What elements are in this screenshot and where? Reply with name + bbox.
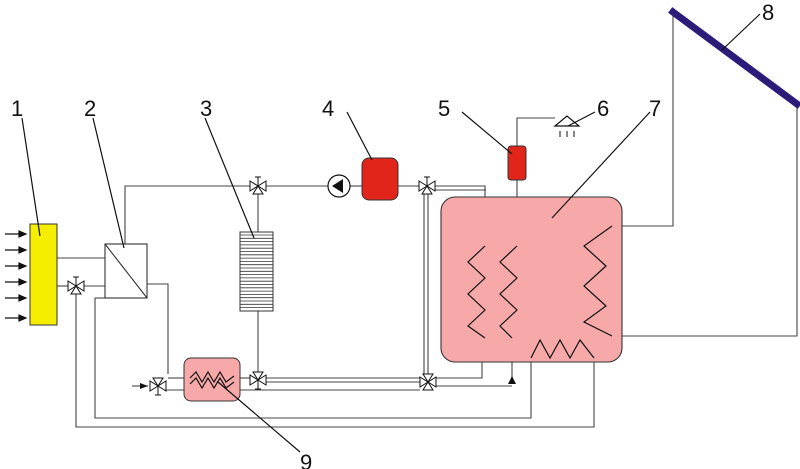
valve-top-left (249, 176, 267, 195)
piping (57, 16, 798, 428)
label-6: 6 (597, 96, 609, 121)
incoming-air-arrows (5, 230, 28, 322)
solar-collector (668, 7, 800, 109)
secondary-heat-exchanger (183, 357, 241, 402)
heat-source-panel (5, 223, 58, 326)
valve-bottom-right (419, 373, 437, 391)
label-4: 4 (322, 96, 334, 121)
shower-head-icon (553, 115, 581, 137)
component-labels: 1 2 3 4 5 6 7 8 9 (11, 0, 774, 469)
label-2: 2 (84, 96, 96, 121)
tank-coil-center (499, 245, 518, 339)
circulation-pump (327, 174, 351, 198)
valve-source (67, 276, 85, 295)
instant-heater (507, 145, 527, 181)
tank-coil-left (467, 245, 486, 339)
valve-top-right (418, 176, 436, 195)
finned-accumulator (239, 231, 274, 312)
expansion-vessel (361, 157, 399, 201)
label-1: 1 (11, 96, 23, 121)
plate-heat-exchanger (104, 243, 148, 299)
tank-coil-bottom (530, 338, 595, 360)
label-5: 5 (438, 96, 450, 121)
tank-coil-solar (582, 225, 613, 337)
label-7: 7 (649, 96, 661, 121)
label-9: 9 (300, 450, 312, 469)
storage-tank (440, 196, 623, 363)
label-3: 3 (200, 96, 212, 121)
leader-lines (21, 13, 761, 453)
valve-bottom-center (249, 371, 267, 390)
valve-bottom-left (149, 377, 167, 396)
label-8: 8 (762, 0, 774, 25)
